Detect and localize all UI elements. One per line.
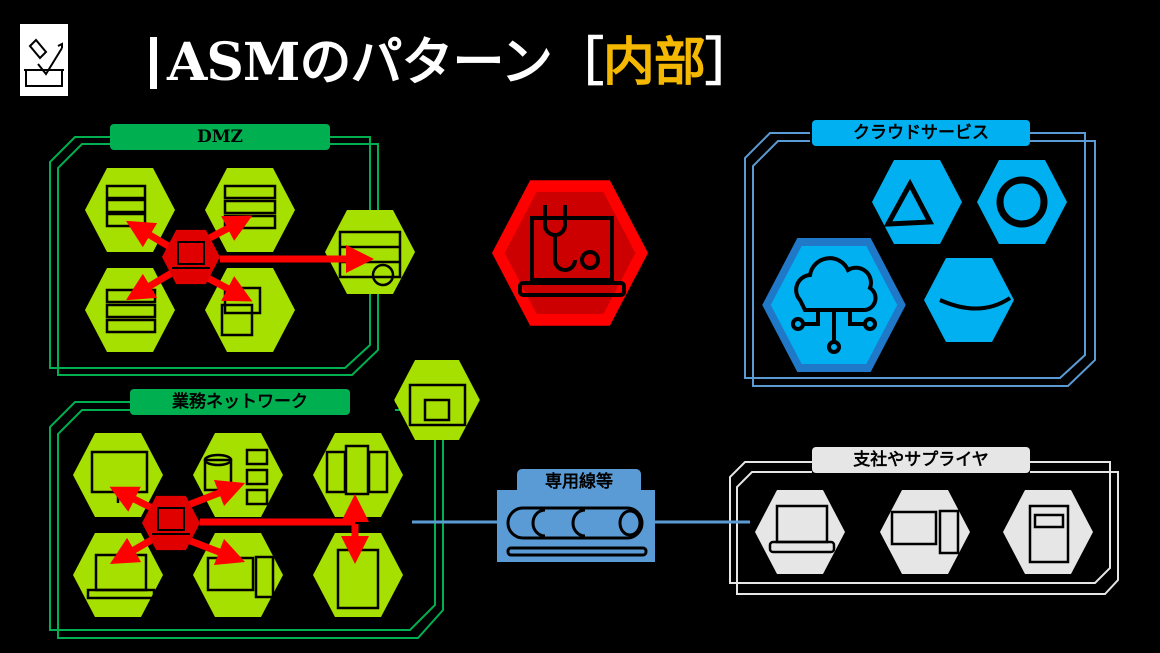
title-prefix: ASMのパターン［	[167, 32, 604, 93]
branch-supplier-label: 支社やサプライヤ	[812, 447, 1030, 473]
laptop-icon	[73, 533, 163, 617]
cloud-frame	[744, 132, 1096, 387]
pipeline-icon	[497, 469, 655, 562]
branch-desktop-pc-icon	[880, 490, 970, 574]
amazon-icon	[924, 258, 1014, 342]
branch-frame	[729, 461, 1119, 595]
branch-laptop-icon	[755, 490, 845, 574]
server-rack-icon	[205, 168, 295, 252]
business-network-label: 業務ネットワーク	[130, 389, 350, 415]
title-bar	[150, 36, 157, 89]
firewall-icon	[325, 210, 415, 294]
business-scan-arrows	[109, 479, 369, 566]
toolbox-check-icon	[20, 24, 68, 96]
google-cloud-icon	[977, 160, 1067, 244]
title-highlight: 内部	[602, 32, 706, 93]
database-folders-icon	[193, 433, 283, 517]
cloud-services-label: クラウドサービス	[812, 120, 1030, 146]
page-title: ASMのパターン［内部］	[150, 28, 757, 98]
dmz-label: DMZ	[110, 124, 330, 150]
dmz-frame	[49, 136, 379, 376]
title-suffix: ］	[704, 32, 757, 93]
leased-line-label: 専用線等	[545, 472, 613, 492]
